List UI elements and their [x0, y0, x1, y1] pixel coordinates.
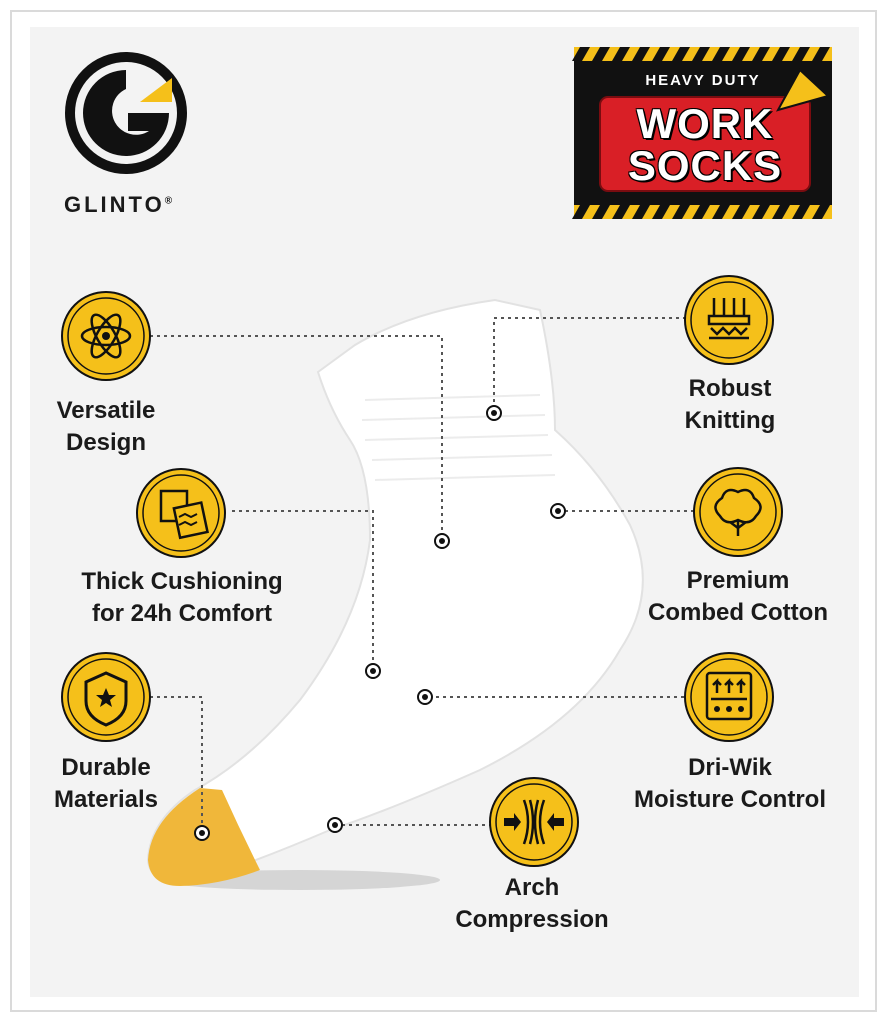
feature-label-premium-cotton: Premium Combed Cotton — [628, 565, 848, 629]
compression-arrows-icon — [489, 777, 579, 867]
feature-label-line2: Knitting — [684, 407, 776, 434]
registered-mark: ® — [164, 195, 173, 207]
badge-line2: SOCKS — [627, 142, 783, 189]
connector-lines — [150, 317, 694, 832]
cotton-icon — [693, 467, 783, 557]
feature-label-line1: Versatile — [56, 397, 156, 424]
feature-label-line2: Compression — [455, 906, 609, 933]
knitting-needles-icon — [684, 275, 774, 365]
badge-line1: WORK — [636, 100, 774, 147]
feature-label-line2: Combed Cotton — [648, 599, 828, 626]
atom-icon — [61, 291, 151, 381]
shield-star-icon — [61, 652, 151, 742]
feature-label-line1: Thick Cushioning — [81, 568, 283, 595]
feature-label-line2: Materials — [53, 786, 159, 813]
feature-label-line1: Premium — [686, 567, 790, 594]
connector-dots — [194, 405, 566, 841]
work-socks-badge — [572, 47, 832, 219]
feature-label-line1: Dri-Wik — [688, 754, 772, 781]
feature-label-versatile-design: Versatile Design — [36, 395, 176, 459]
feature-label-line1: Arch — [504, 874, 560, 901]
moisture-wick-icon — [684, 652, 774, 742]
feature-label-dri-wik: Dri-Wik Moisture Control — [614, 752, 846, 816]
feature-label-arch-compression: Arch Compression — [432, 872, 632, 936]
feature-label-line2: Design — [65, 429, 146, 456]
feature-label-line2: Moisture Control — [634, 786, 826, 813]
feature-label-line1: Durable — [61, 754, 151, 781]
feature-label-line2: for 24h Comfort — [92, 600, 272, 627]
feature-label-line1: Robust — [688, 375, 772, 402]
badge-top-text: HEAVY DUTY — [645, 72, 761, 89]
brand-name: GLINTO® — [64, 192, 204, 218]
feature-label-thick-cushioning: Thick Cushioning for 24h Comfort — [52, 566, 312, 630]
cushion-icon — [136, 468, 226, 558]
feature-label-robust-knitting: Robust Knitting — [650, 373, 810, 437]
brand-name-text: GLINTO — [64, 192, 165, 217]
feature-label-durable-materials: Durable Materials — [36, 752, 176, 816]
glinto-logo-icon — [65, 52, 187, 174]
